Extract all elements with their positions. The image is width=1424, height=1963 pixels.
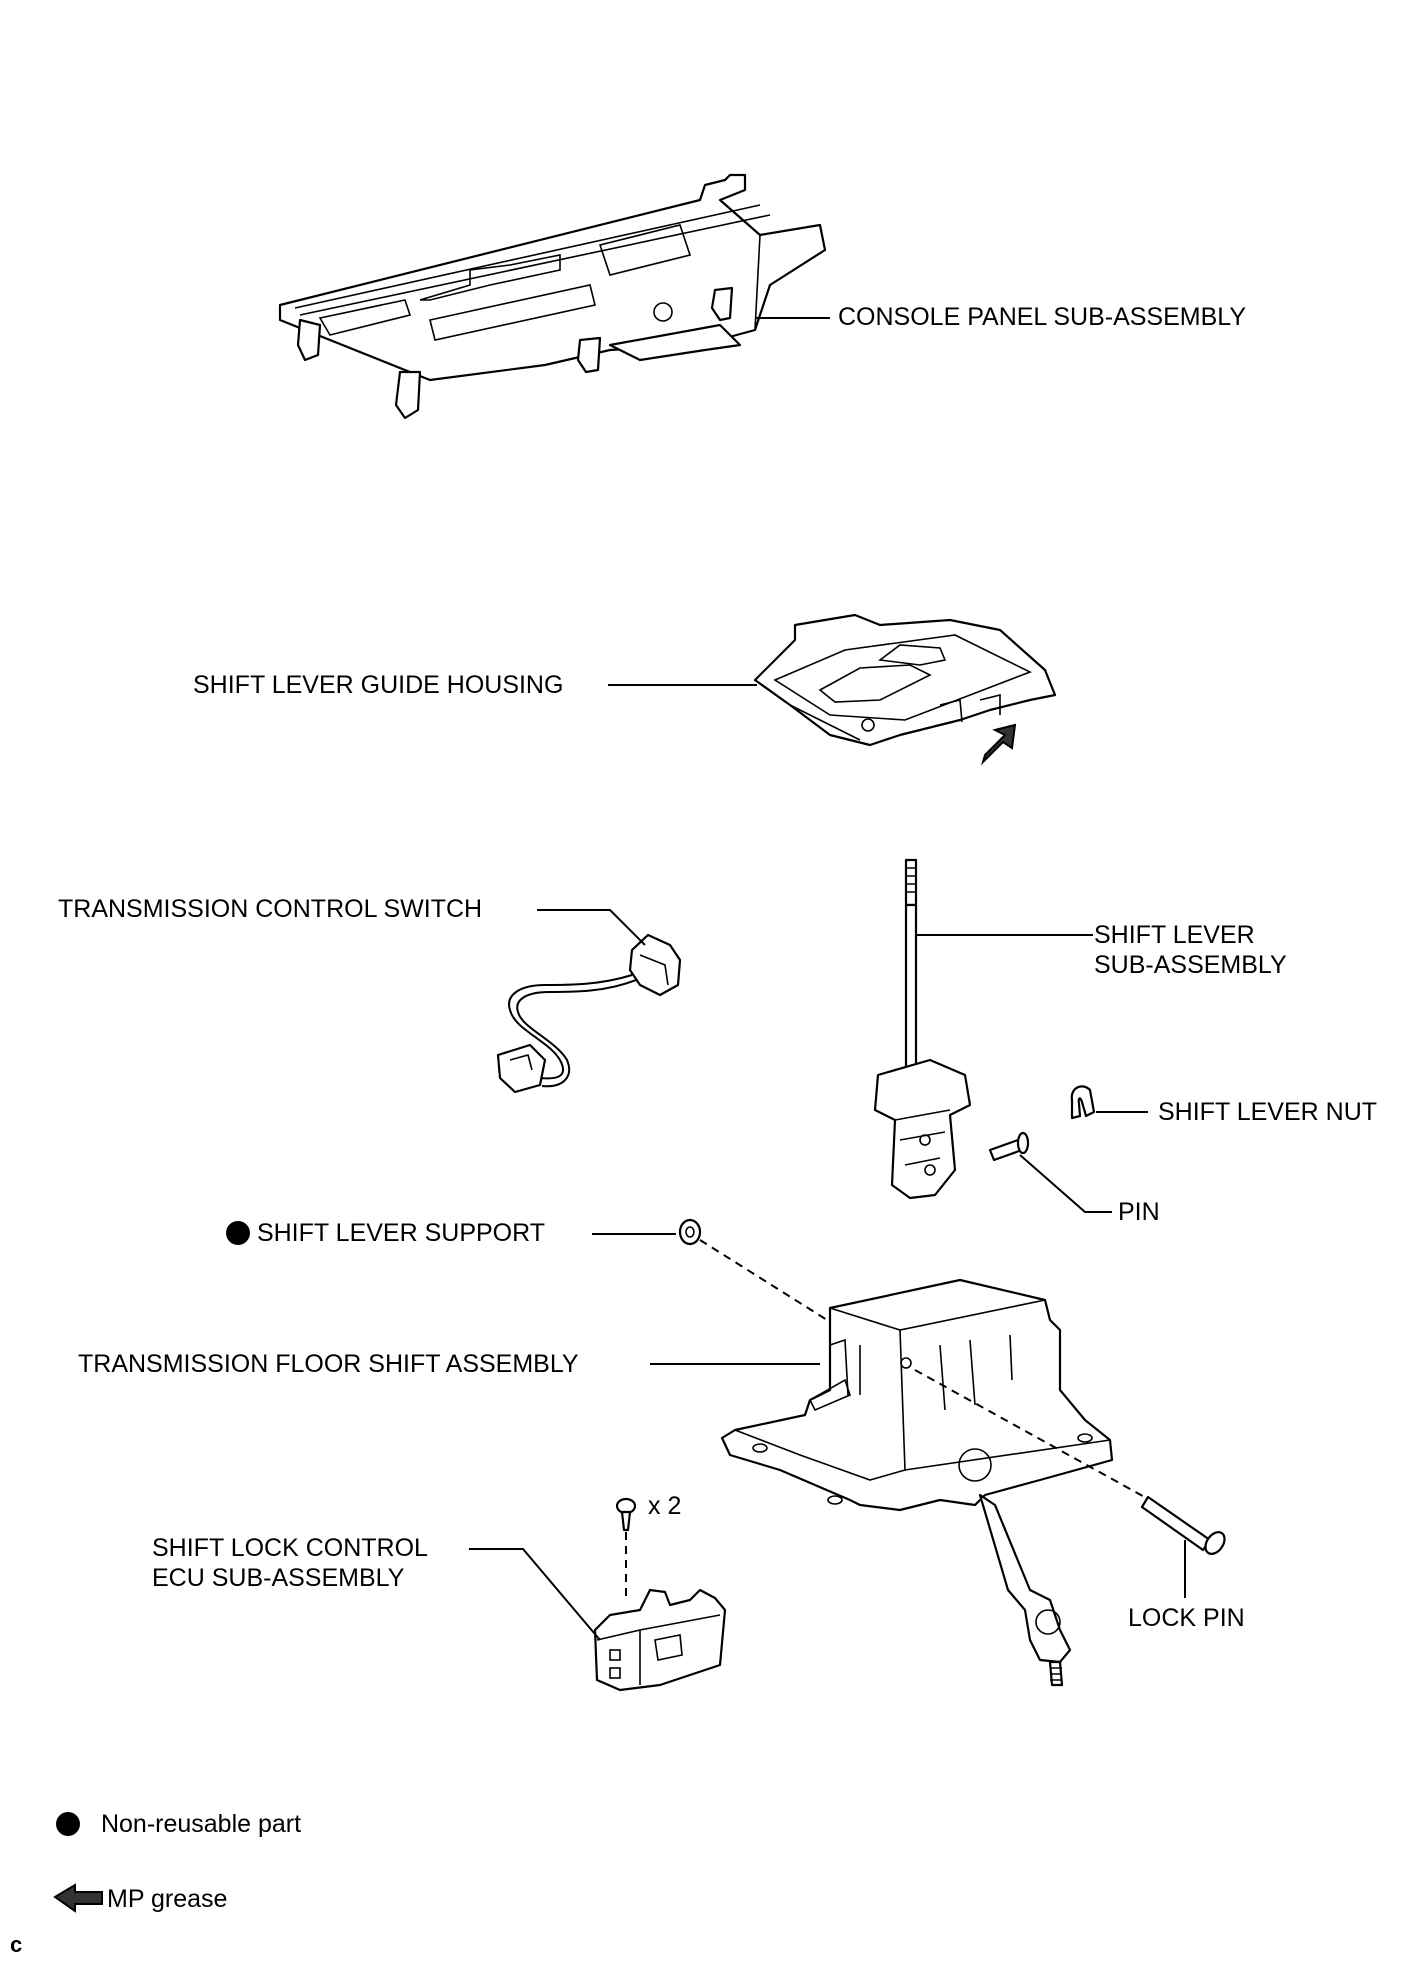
- label-guide-housing: SHIFT LEVER GUIDE HOUSING: [193, 671, 564, 699]
- mp-grease-arrow-icon: [53, 1883, 103, 1913]
- label-pin: PIN: [1118, 1198, 1160, 1226]
- label-floor-shift: TRANSMISSION FLOOR SHIFT ASSEMBLY: [78, 1350, 579, 1378]
- label-screw-qty: x 2: [648, 1492, 682, 1520]
- corner-mark: c: [10, 1932, 23, 1957]
- pin-part: [988, 1131, 1030, 1162]
- floor-shift-part: [720, 1278, 1114, 1687]
- legend-dot-icon: [56, 1812, 80, 1836]
- control-switch-part: [496, 933, 682, 1094]
- ecu-leader: [469, 1548, 601, 1641]
- legend-mp-grease-text: MP grease: [107, 1885, 228, 1913]
- legend-non-reusable: Non-reusable part: [56, 1809, 301, 1839]
- control-switch-leader: [537, 909, 646, 946]
- legend-non-reusable-text: Non-reusable part: [100, 1810, 302, 1838]
- label-control-switch: TRANSMISSION CONTROL SWITCH: [58, 895, 483, 923]
- label-shift-lever-line1: SHIFT LEVER: [1094, 921, 1255, 949]
- grease-arrow-mark: [980, 723, 1017, 766]
- pin-leader: [1019, 1154, 1112, 1213]
- support-alignment-line: [699, 1239, 836, 1326]
- label-shift-lever-line2: SUB-ASSEMBLY: [1094, 951, 1287, 979]
- label-shift-lever: SHIFT LEVER SUB-ASSEMBLY: [1094, 920, 1287, 980]
- screw-part: [615, 1497, 637, 1532]
- lock-pin-alignment-line: [914, 1369, 1151, 1501]
- non-reusable-dot-icon: [226, 1221, 250, 1245]
- lock-pin-part: [1140, 1495, 1226, 1555]
- label-lock-pin: LOCK PIN: [1128, 1604, 1245, 1632]
- label-shift-lever-nut: SHIFT LEVER NUT: [1158, 1098, 1378, 1126]
- label-console-panel: CONSOLE PANEL SUB-ASSEMBLY: [838, 303, 1246, 331]
- legend-mp-grease: MP grease: [107, 1884, 227, 1914]
- guide-housing-part: [753, 613, 1057, 747]
- shift-lever-support-part: [678, 1218, 702, 1246]
- label-shift-lever-support: SHIFT LEVER SUPPORT: [226, 1218, 545, 1248]
- label-ecu-line1: SHIFT LOCK CONTROL: [152, 1534, 428, 1562]
- label-ecu: SHIFT LOCK CONTROL ECU SUB-ASSEMBLY: [152, 1533, 428, 1593]
- console-panel-part: [278, 173, 827, 420]
- label-shift-lever-support-text: SHIFT LEVER SUPPORT: [256, 1219, 545, 1247]
- label-ecu-line2: ECU SUB-ASSEMBLY: [152, 1564, 405, 1592]
- shift-lever-part: [873, 858, 972, 1200]
- ecu-part: [593, 1588, 727, 1692]
- shift-lever-nut-part: [1070, 1085, 1096, 1120]
